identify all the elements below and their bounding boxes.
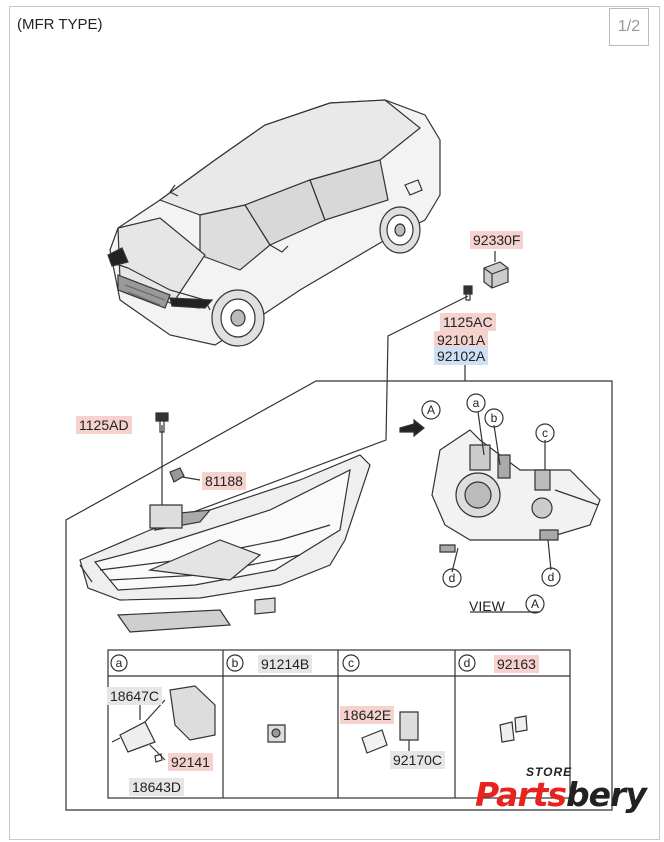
bolt-1125AD-drawing xyxy=(155,412,169,433)
part-label-92163[interactable]: 92163 xyxy=(494,655,539,673)
diagram-title: (MFR TYPE) xyxy=(17,16,103,33)
view-arrow-letter: A xyxy=(427,403,435,417)
part-label-91214B[interactable]: 91214B xyxy=(258,655,313,673)
view-callout-c: c xyxy=(542,426,548,440)
page-frame xyxy=(9,6,660,840)
headlamp-drawing xyxy=(79,454,371,633)
part-label-81188[interactable]: 81188 xyxy=(202,472,246,490)
partsbery-logo: STORE Partsbery xyxy=(470,763,648,823)
logo-store-text: STORE xyxy=(526,765,573,779)
part-label-92330F[interactable]: 92330F xyxy=(470,231,524,249)
table-letter-c: c xyxy=(348,656,354,670)
view-callout-b: b xyxy=(491,411,498,425)
page-indicator[interactable]: 1/2 xyxy=(609,8,649,46)
view-callout-d1: d xyxy=(449,571,456,585)
view-circle-letter: A xyxy=(531,597,539,611)
view-a-label: VIEW xyxy=(469,598,505,614)
view-callout-a: a xyxy=(473,396,480,410)
part-label-92141[interactable]: 92141 xyxy=(168,753,213,771)
logo-wordmark: Partsbery xyxy=(475,775,647,814)
table-letter-b: b xyxy=(232,656,239,670)
table-letter-a: a xyxy=(116,656,123,670)
car-illustration xyxy=(107,99,441,347)
detail-table xyxy=(107,649,571,799)
logo-bery-text: bery xyxy=(566,775,647,814)
part-label-92101A[interactable]: 92101A xyxy=(434,331,489,349)
part-label-92170C[interactable]: 92170C xyxy=(390,751,446,769)
part-label-92102A[interactable]: 92102A xyxy=(434,347,489,365)
part-label-18647C[interactable]: 18647C xyxy=(107,687,163,705)
view-callout-d2: d xyxy=(548,570,555,584)
view-a-drawing xyxy=(431,411,601,573)
logo-parts-text: Parts xyxy=(475,775,567,814)
table-letter-d: d xyxy=(464,656,471,670)
part-label-1125AC[interactable]: 1125AC xyxy=(440,313,496,331)
part-label-18643D[interactable]: 18643D xyxy=(129,778,185,796)
connector-92330F-drawing xyxy=(483,251,509,289)
part-label-1125AD[interactable]: 1125AD xyxy=(76,416,132,434)
part-label-18642E[interactable]: 18642E xyxy=(340,706,395,724)
